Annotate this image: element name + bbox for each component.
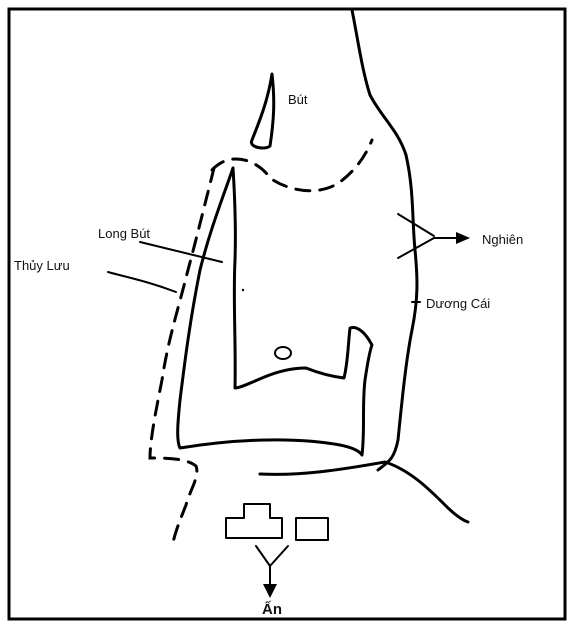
diagram-frame — [9, 9, 565, 619]
water-arc — [212, 140, 372, 191]
label-nghien: Nghiên — [482, 232, 523, 247]
an-arrowhead — [263, 584, 277, 598]
label-duong-cai: Dương Cái — [426, 296, 490, 311]
nghien-arrowhead — [456, 232, 470, 244]
lower-ridge — [260, 462, 468, 522]
an-fork-right — [270, 546, 288, 566]
long-but-leader — [140, 242, 222, 262]
thuy-luu-line — [150, 168, 214, 548]
duong-cai-outline — [352, 10, 417, 470]
center-point — [275, 347, 291, 359]
label-long-but: Long Bút — [98, 226, 150, 241]
thuy-luu-leader — [108, 272, 176, 292]
long-but-shape — [178, 168, 372, 455]
label-but: Bút — [288, 92, 308, 107]
nghien-fork-upper — [398, 214, 434, 236]
label-an: Ấn — [262, 601, 282, 618]
an-seal-left — [226, 504, 282, 538]
dot-marker — [242, 289, 244, 291]
but-shape — [251, 74, 273, 148]
an-seal-right — [296, 518, 328, 540]
an-fork-left — [256, 546, 270, 566]
label-thuy-luu: Thủy Lưu — [14, 258, 70, 273]
